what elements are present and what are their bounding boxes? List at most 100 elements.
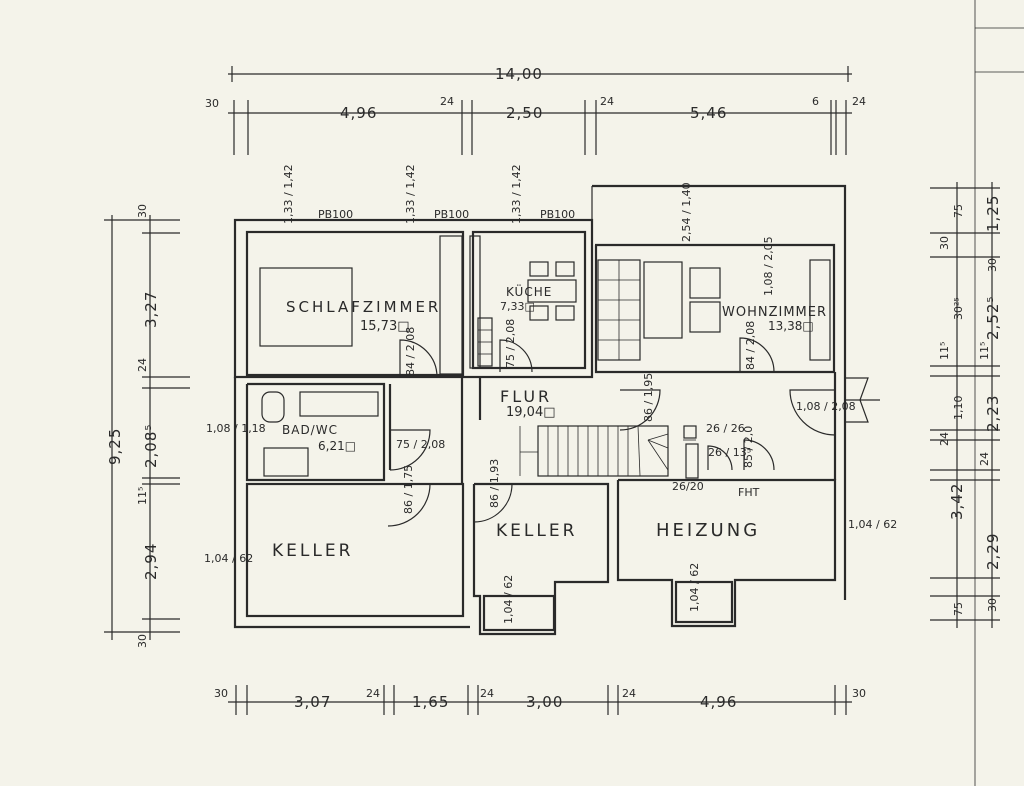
window-note: 1,33 / 1,42 xyxy=(510,164,523,224)
dim-bottom: 30 xyxy=(852,687,866,700)
furniture xyxy=(259,235,831,477)
door-note: 86 / 1,75 xyxy=(402,465,415,514)
toilet xyxy=(261,391,285,423)
room-labels: SCHLAFZIMMER 15,73□ KÜCHE 7,33□ WOHNZIMM… xyxy=(272,283,827,561)
dim-left: 11⁵ xyxy=(136,487,149,505)
dim-left: 2,08⁵ xyxy=(142,424,160,468)
dim-top: 2,50 xyxy=(506,104,543,122)
room-name: KELLER xyxy=(272,541,353,561)
lintel-note: PB100 xyxy=(540,208,575,221)
dim-bottom: 24 xyxy=(366,687,380,700)
dim-right-inner: 24 xyxy=(978,452,991,466)
door-note: 84 / 2,08 xyxy=(404,327,417,376)
door-note: 75 / 2,08 xyxy=(504,319,517,368)
dim-bottom: 4,96 xyxy=(700,693,737,711)
room-name: SCHLAFZIMMER xyxy=(286,298,441,316)
window-note: 1,08 / 2,05 xyxy=(762,236,775,296)
fht-label: FHT xyxy=(738,486,760,499)
dim-top: 6 xyxy=(812,95,819,108)
window-note: 1,04 / 62 xyxy=(502,575,515,624)
door-note: 86 / 1,95 xyxy=(642,373,655,422)
right-dimension-chain: 75 30 30²⁵ 30 11⁵ 11⁵ 1,10 24 24 3,42 30… xyxy=(930,182,1002,628)
window-note: 1,33 / 1,42 xyxy=(282,164,295,224)
window-note: 1,04 / 62 xyxy=(688,563,701,612)
room-area: 19,04□ xyxy=(506,405,556,420)
window-note: 2,54 / 1,40 xyxy=(680,182,693,242)
dim-right-inner: 3,42 xyxy=(948,483,966,520)
dim-right-inner: 24 xyxy=(938,432,951,446)
dim-right-outer: 2,29 xyxy=(984,533,1002,570)
door-note: 1,08 / 2,08 xyxy=(796,400,856,413)
dim-bottom: 3,00 xyxy=(526,693,563,711)
room-name: HEIZUNG xyxy=(656,520,760,541)
dim-top-total: 14,00 xyxy=(495,65,543,83)
dim-right-inner: 30 xyxy=(986,258,999,272)
dim-bottom: 3,07 xyxy=(294,693,331,711)
room-name: KELLER xyxy=(496,521,577,541)
door-note: 86 / 1,93 xyxy=(488,459,501,508)
walls xyxy=(233,184,847,636)
bottom-dimension-chain: 30 3,07 24 1,65 24 3,00 24 4,96 30 xyxy=(214,685,866,715)
dim-bottom: 1,65 xyxy=(412,693,449,711)
dim-bottom: 30 xyxy=(214,687,228,700)
dim-top: 24 xyxy=(440,95,454,108)
dim-right-outer: 2,52⁵ xyxy=(984,296,1002,340)
door-note: 26 / 26 xyxy=(706,422,745,435)
dim-top: 24 xyxy=(852,95,866,108)
window-note: 1,04 / 62 xyxy=(848,518,897,531)
dim-left: 24 xyxy=(136,358,149,372)
top-dimension-chain: 14,00 30 4,96 24 2,50 24 5,46 6 24 xyxy=(205,65,866,155)
room-area: 15,73□ xyxy=(360,319,410,334)
dim-top: 30 xyxy=(205,97,219,110)
lintel-note: PB100 xyxy=(434,208,469,221)
door-note: 26/20 xyxy=(672,480,704,493)
doors xyxy=(387,337,880,527)
window-note: 1,04 / 62 xyxy=(204,552,253,565)
dim-top: 24 xyxy=(600,95,614,108)
kitchen-table xyxy=(527,279,577,303)
room-name: FLUR xyxy=(500,387,552,406)
bathtub xyxy=(299,391,379,417)
door-note: 84 / 2,08 xyxy=(744,321,757,370)
dim-left: 30 xyxy=(136,634,149,648)
sofa xyxy=(643,261,683,339)
dim-right-inner: 30 xyxy=(986,598,999,612)
room-name: WOHNZIMMER xyxy=(722,305,827,320)
room-area: 7,33□ xyxy=(500,300,535,313)
window-note: 1,33 / 1,42 xyxy=(404,164,417,224)
dim-right-inner: 30 xyxy=(938,236,951,250)
dim-top: 5,46 xyxy=(690,104,727,122)
dim-left: 2,94 xyxy=(142,543,160,580)
left-dimension-chain: 9,25 30 3,27 24 2,08⁵ 11⁵ 2,94 30 xyxy=(104,204,190,648)
room-area: 13,38□ xyxy=(768,319,814,333)
dim-right-inner: 75 xyxy=(952,204,965,218)
washbasin xyxy=(263,447,309,477)
dim-right-inner: 75 xyxy=(952,602,965,616)
dim-right-inner: 1,10 xyxy=(952,396,965,421)
dim-right-outer: 2,23 xyxy=(984,395,1002,432)
dim-right-inner: 11⁵ xyxy=(978,342,991,360)
room-area: 6,21□ xyxy=(318,439,356,453)
dim-left: 30 xyxy=(136,204,149,218)
room-name: KÜCHE xyxy=(506,283,552,299)
staircase xyxy=(519,425,699,479)
dim-bottom: 24 xyxy=(622,687,636,700)
dim-left: 3,27 xyxy=(142,291,160,328)
dim-top: 4,96 xyxy=(340,104,377,122)
dim-right-inner: 11⁵ xyxy=(938,342,951,360)
entrance-arrow xyxy=(844,377,869,423)
dim-left-total: 9,25 xyxy=(106,428,124,465)
door-note: 26 / 13⁵ xyxy=(708,446,751,459)
room-name: BAD/WC xyxy=(282,423,338,437)
window-note: 1,08 / 1,18 xyxy=(206,422,266,435)
dim-right-outer: 1,25 xyxy=(984,195,1002,232)
door-note: 85 / 2,0 xyxy=(742,426,755,468)
annotations: 1,33 / 1,42 1,33 / 1,42 1,33 / 1,42 2,54… xyxy=(204,164,897,624)
bed xyxy=(259,267,353,347)
dim-right-inner: 30²⁵ xyxy=(952,297,965,320)
lintel-note: PB100 xyxy=(318,208,353,221)
door-note: 75 / 2,08 xyxy=(396,438,445,451)
armchair xyxy=(809,259,831,361)
dim-bottom: 24 xyxy=(480,687,494,700)
